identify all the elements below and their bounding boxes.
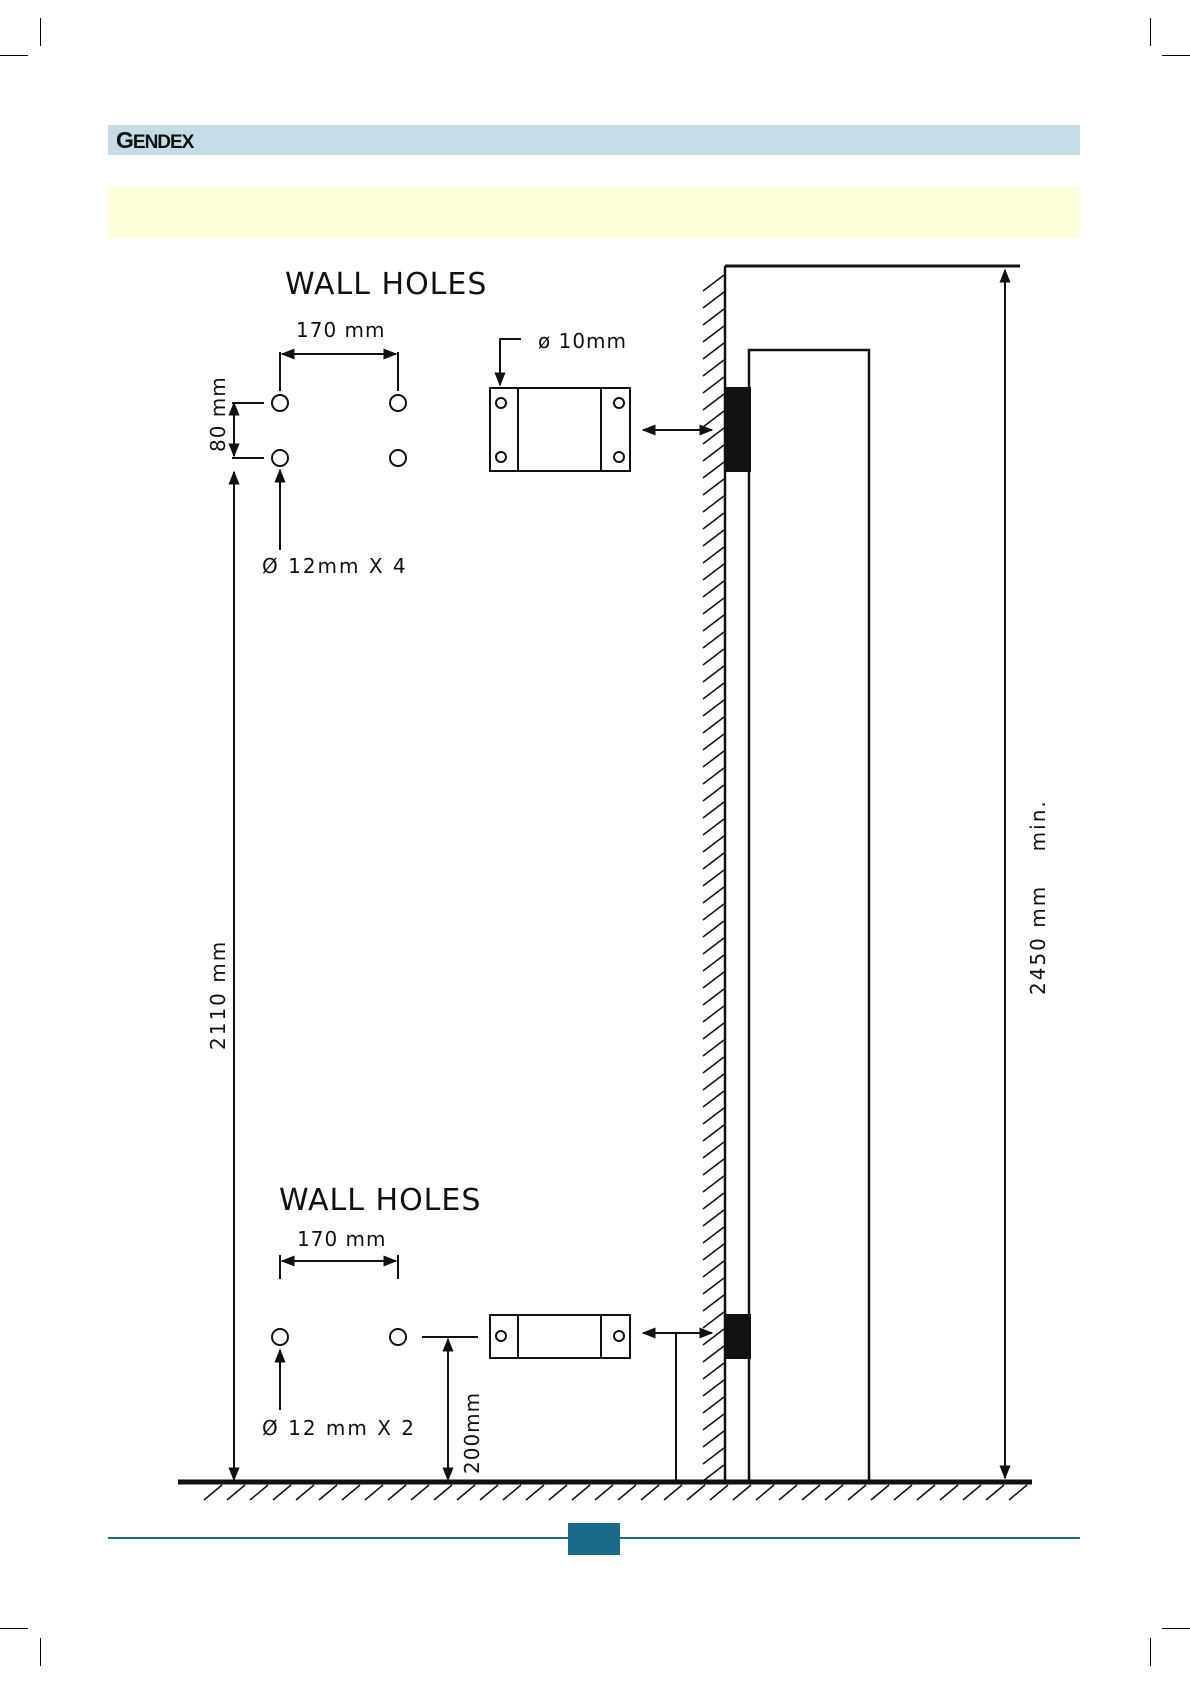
page-number-tab [568, 1523, 620, 1555]
dimension-2110-label: 2110 mm [206, 940, 230, 1050]
wall-hole [272, 395, 288, 411]
wall-hole [272, 450, 288, 466]
wall-hatching [703, 275, 724, 1481]
upper-bracket-block [726, 388, 750, 471]
dimension-200-label: 200mm [460, 1392, 484, 1474]
top-hole-label: Ø 12mm X 4 [262, 554, 408, 578]
top-spacing-label: 170 mm [296, 318, 386, 342]
wall-hole [390, 1329, 406, 1345]
wall-hole [390, 450, 406, 466]
bracket-hole-pointer [500, 339, 521, 385]
bottom-wall-holes-title: WALL HOLES [279, 1183, 481, 1218]
column-unit [749, 350, 869, 1482]
lower-bracket [490, 1315, 630, 1358]
bottom-hole-label: Ø 12 mm X 2 [262, 1416, 416, 1440]
floor-hatching [204, 1485, 1027, 1500]
wall-hole [272, 1329, 288, 1345]
dimension-2450-label: 2450 mm min. [1026, 799, 1050, 995]
wall-hole [390, 395, 406, 411]
top-wall-holes-title: WALL HOLES [285, 267, 487, 302]
upper-bracket [490, 388, 630, 471]
vertical-spacing-label: 80 mm [206, 376, 230, 452]
bracket-hole-label: ø 10mm [538, 329, 627, 353]
bottom-spacing-label: 170 mm [297, 1227, 387, 1251]
lower-bracket-block [726, 1315, 750, 1358]
